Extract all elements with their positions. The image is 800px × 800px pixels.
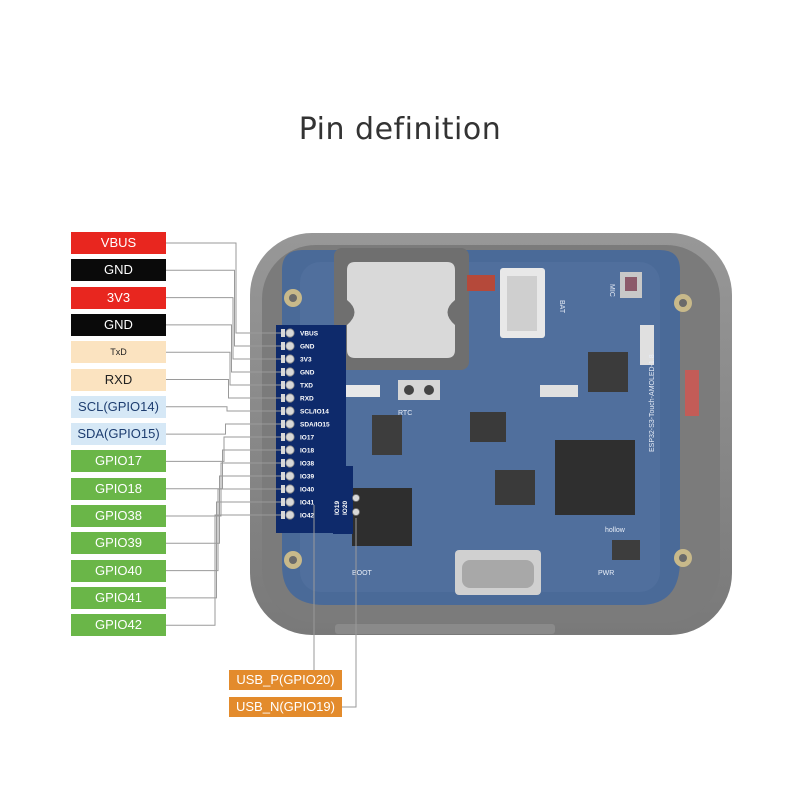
header-pad: [285, 341, 295, 351]
header-pad: [285, 497, 295, 507]
pin-label-scl-gpio14: SCL(GPIO14): [71, 395, 166, 418]
header-pad: [285, 445, 295, 455]
pin-label-gpio41: GPIO41: [71, 586, 166, 609]
pin-label-gnd: GND: [71, 259, 166, 282]
header-pad: [285, 380, 295, 390]
header-pad-lead: [281, 407, 285, 415]
esp32-chip: [555, 440, 635, 515]
battery-connector: BAT: [500, 268, 565, 338]
microphone: MIC: [608, 272, 642, 298]
usb-pad: [352, 508, 360, 516]
header-pad-lead: [281, 433, 285, 441]
leader-lines: [166, 242, 357, 708]
model-label: ESP32-S3-Touch-AMOLED-1.8: [649, 354, 656, 452]
usb-silk-label: IO19: [334, 501, 341, 515]
hollow-label: hollow: [605, 527, 626, 534]
leader-line: [166, 436, 281, 462]
header-pad: [285, 367, 295, 377]
leader-line: [166, 297, 281, 360]
header-pad-lead: [281, 420, 285, 428]
pin-label-rxd: RXD: [71, 368, 166, 391]
pin-label-gpio40: GPIO40: [71, 559, 166, 582]
header-pad-lead: [281, 446, 285, 454]
header-silk-label: SCL/IO14: [300, 409, 329, 416]
header-silk-label: TXD: [300, 383, 313, 390]
header-silk-label: IO17: [300, 435, 314, 442]
header-silk-label: 3V3: [300, 357, 312, 364]
header-pad: [285, 484, 295, 494]
header-silk-label: VBUS: [300, 331, 319, 338]
header-pad-lead: [281, 459, 285, 467]
header-silk-label: IO42: [300, 513, 314, 520]
header-silk-label: IO39: [300, 474, 314, 481]
rtc-label: RTC: [398, 410, 412, 417]
header-silk-label: SDA/IO15: [300, 422, 330, 429]
header-silk-label: IO18: [300, 448, 314, 455]
header-pad-lead: [281, 511, 285, 519]
header-pad-lead: [281, 368, 285, 376]
leader-line: [166, 351, 281, 386]
header-pad-lead: [281, 342, 285, 350]
pin-label-gpio38: GPIO38: [71, 505, 166, 527]
header-pad: [285, 471, 295, 481]
pwr-label: PWR: [598, 570, 614, 577]
pin-label-gpio18: GPIO18: [71, 477, 166, 500]
leader-line: [166, 379, 281, 399]
header-pad-lead: [281, 394, 285, 402]
header-silk-label: IO41: [300, 500, 314, 507]
leader-line: [166, 475, 281, 544]
pin-label-sda-gpio15: SDA(GPIO15): [71, 423, 166, 446]
header-pad: [285, 354, 295, 364]
usb-label-usb-n-gpio19: USB_N(GPIO19): [229, 697, 342, 717]
pin-label-gpio42: GPIO42: [71, 614, 166, 637]
header-pad-lead: [281, 381, 285, 389]
leader-line: [166, 269, 281, 347]
header-pad: [285, 406, 295, 416]
mounting-holes: [284, 289, 692, 569]
leader-line: [166, 462, 281, 517]
usb-leader-line: [342, 518, 357, 708]
header-pad: [285, 393, 295, 403]
header-pad-lead: [281, 355, 285, 363]
boot-label: BOOT: [352, 570, 373, 577]
bat-label: BAT: [558, 300, 565, 314]
header-silk-label: IO40: [300, 487, 314, 494]
header-pad-lead: [281, 472, 285, 480]
header-pad: [285, 510, 295, 520]
header-pad: [285, 432, 295, 442]
leader-line: [166, 488, 281, 572]
header-silk-label: RXD: [300, 396, 314, 403]
header-pad: [285, 419, 295, 429]
header-pad-lead: [281, 329, 285, 337]
pin-label-vbus: VBUS: [71, 232, 166, 254]
usb-pad: [352, 494, 360, 502]
header-pad: [285, 458, 295, 468]
pcb-board: BAT MIC RTC BOOT PWR hollow ESP32-S3-Tou…: [282, 248, 699, 605]
header-pad: [285, 328, 295, 338]
leader-line: [166, 406, 281, 412]
usb-label-usb-p-gpio20: USB_P(GPIO20): [229, 670, 342, 690]
leader-line: [166, 501, 281, 599]
header-pad-lead: [281, 485, 285, 493]
pin-label-gnd: GND: [71, 313, 166, 336]
pin-label-gpio17: GPIO17: [71, 450, 166, 473]
leader-line: [166, 324, 281, 373]
pin-label-gpio39: GPIO39: [71, 532, 166, 555]
header-silk-label: GND: [300, 370, 315, 377]
mic-label: MIC: [608, 284, 615, 297]
usb-silk-label: IO20: [342, 501, 349, 515]
header-silkscreen: VBUSGND3V3GNDTXDRXDSCL/IO14SDA/IO15IO17I…: [276, 325, 360, 534]
pin-label-txd: TxD: [71, 341, 166, 364]
header-silk-label: IO38: [300, 461, 314, 468]
leader-line: [166, 423, 281, 435]
leader-line: [166, 514, 281, 626]
header-silk-label: GND: [300, 344, 315, 351]
header-pad-lead: [281, 498, 285, 506]
pin-label-3v3: 3V3: [71, 286, 166, 309]
page-title: Pin definition: [298, 112, 502, 147]
leader-line: [166, 242, 281, 334]
